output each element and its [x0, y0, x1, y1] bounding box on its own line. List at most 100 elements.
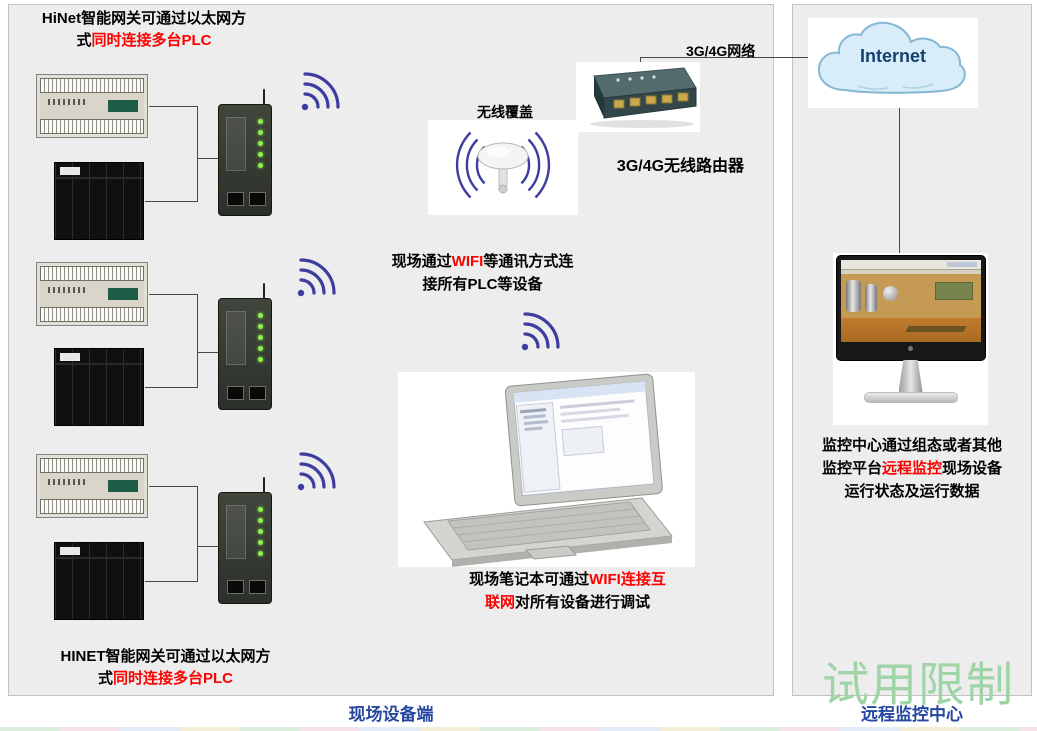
status-led — [258, 357, 263, 362]
laptop-note: 现场笔记本可通过WIFI连接互 联网对所有设备进行调试 — [420, 568, 715, 614]
scada-subbar — [840, 270, 981, 274]
ethernet-line — [149, 294, 197, 295]
ethernet-port — [227, 580, 244, 594]
status-led — [258, 540, 263, 545]
internet-cloud-block: Internet — [808, 18, 978, 108]
plc-brand-tag — [108, 288, 138, 300]
plc-brand-tag — [108, 100, 138, 112]
plc-label — [60, 353, 80, 361]
note-text: 对所有设备进行调试 — [515, 594, 651, 611]
status-led — [258, 119, 263, 124]
router-label-text: 3G/4G无线路由器 — [616, 158, 745, 175]
plc-groove — [55, 363, 143, 365]
ethernet-line — [197, 294, 198, 388]
plc-front-panel — [40, 473, 144, 499]
laptop — [423, 373, 673, 567]
plc-terminal-strip — [40, 119, 144, 134]
status-led — [258, 507, 263, 512]
note-text: 现场设备 — [942, 460, 1003, 477]
wan-link-label: 3G/4G网络 — [686, 41, 776, 61]
scada-toolbar — [840, 260, 981, 270]
plc-terminal-strip — [40, 458, 144, 473]
note-text: 运行状态及运行数据 — [844, 483, 980, 500]
plc-black-device — [54, 162, 144, 240]
monitoring-note: 监控中心通过组态或者其他 监控平台远程监控现场设备 运行状态及运行数据 — [798, 434, 1026, 503]
coverage-label: 无线覆盖 — [470, 102, 540, 122]
trial-watermark: 试用限制 — [822, 658, 1014, 711]
brand-logo-icon — [908, 345, 913, 351]
ethernet-port — [227, 386, 244, 400]
note-text-red: WIFI — [451, 253, 484, 270]
wifi-comm-note: 现场通过WIFI等通讯方式连 接所有PLC等设备 — [365, 250, 600, 296]
plc-led-row — [48, 287, 88, 293]
plc-label — [60, 547, 80, 555]
note-text: 等通讯方式连 — [483, 253, 574, 270]
status-led — [258, 346, 263, 351]
note-text: HINET智能网关可通过以太网方 — [60, 648, 271, 665]
remote-panel-caption: 远程监控中心 — [792, 700, 1032, 725]
note-text-red: 同时连接多台PLC — [91, 32, 212, 49]
ethernet-port — [249, 580, 266, 594]
hinet-gateway-device — [218, 89, 272, 216]
ethernet-line — [197, 486, 198, 582]
antenna — [263, 477, 265, 493]
monitor-base — [863, 392, 958, 403]
plc-terminal-strip — [40, 307, 144, 322]
gateway-face-panel — [226, 505, 246, 559]
ethernet-line — [149, 106, 197, 107]
wan-link-label-text: 3G/4G网络 — [686, 43, 756, 59]
status-led — [258, 335, 263, 340]
ethernet-port — [249, 192, 266, 206]
ethernet-line — [197, 158, 218, 159]
note-text: 式 — [97, 670, 113, 687]
wireless-ap — [428, 120, 578, 215]
wan-link-line — [640, 57, 816, 58]
status-led — [258, 141, 263, 146]
plc-terminal-strip — [40, 266, 144, 281]
plc-brand-tag — [108, 480, 138, 492]
scada-screen — [840, 260, 981, 342]
ethernet-line — [149, 486, 197, 487]
ethernet-port — [249, 386, 266, 400]
note-text-red: WIFI连接互 — [589, 571, 666, 588]
note-text: 现场笔记本可通过 — [469, 571, 590, 588]
ethernet-line — [145, 201, 197, 202]
gateway-top-note: HiNet智能网关可通过以太网方 式同时连接多台PLC — [16, 8, 272, 52]
tank-graphic — [864, 284, 877, 312]
internet-label: Internet — [808, 46, 978, 67]
gateway-face-panel — [226, 311, 246, 365]
remote-panel-caption-text: 远程监控中心 — [861, 705, 963, 724]
note-text-red: 联网 — [484, 594, 515, 611]
internet-cloud-icon — [817, 21, 966, 94]
monitor-stand — [898, 360, 923, 392]
status-led — [258, 313, 263, 318]
antenna — [263, 283, 265, 299]
router-3g4g — [590, 67, 697, 128]
sphere-graphic — [882, 286, 898, 301]
ethernet-line — [197, 106, 198, 202]
ethernet-line — [197, 546, 218, 547]
internet-label-text: Internet — [859, 46, 926, 66]
ethernet-line — [145, 387, 197, 388]
plc-black-device — [54, 542, 144, 620]
hinet-gateway-device — [218, 283, 272, 410]
coverage-label-text: 无线覆盖 — [477, 104, 533, 120]
machine-graphic — [934, 282, 973, 300]
scada-toolbar-buttons — [946, 262, 977, 267]
plc-front-panel — [40, 93, 144, 119]
status-led — [258, 152, 263, 157]
hinet-gateway-device — [218, 477, 272, 604]
plc-led-row — [48, 479, 88, 485]
wifi-signal-icon — [297, 452, 336, 491]
field-panel-caption: 现场设备端 — [8, 700, 774, 725]
wifi-signal-icon — [301, 72, 340, 111]
status-led — [258, 529, 263, 534]
plc-led-row — [48, 99, 88, 105]
status-led — [258, 518, 263, 523]
note-text-red: 远程监控 — [881, 460, 942, 477]
plc-black-device — [54, 348, 144, 426]
field-panel-caption-text: 现场设备端 — [348, 705, 434, 724]
monitor — [835, 255, 986, 361]
plc-front-panel — [40, 281, 144, 307]
